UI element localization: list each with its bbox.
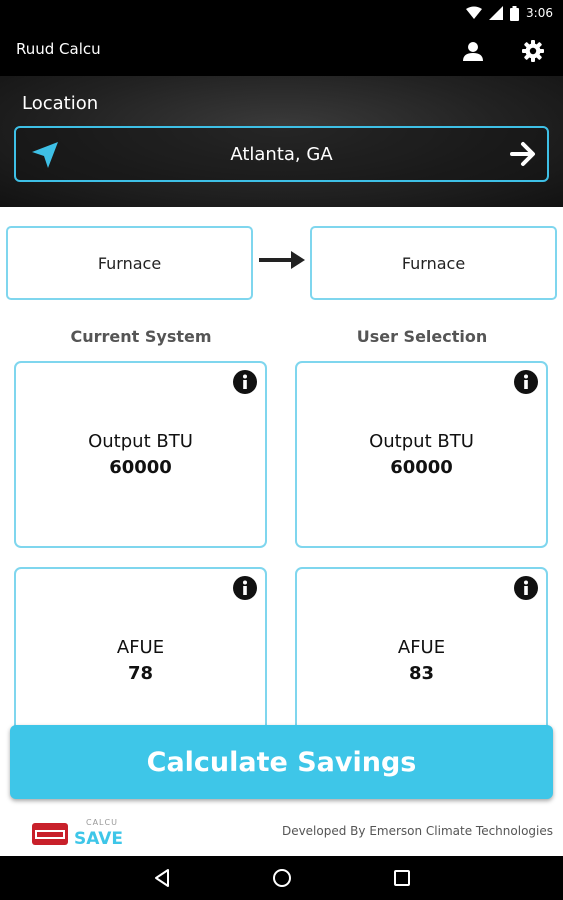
status-bar: 3:06 xyxy=(0,0,563,26)
footer: CALCU SAVE Developed By Emerson Climate … xyxy=(0,807,563,856)
user-output-btu-card[interactable]: Output BTU 60000 xyxy=(295,361,548,548)
calculate-savings-button[interactable]: Calculate Savings xyxy=(10,725,553,799)
calcusave-big-text: SAVE xyxy=(74,829,124,849)
developer-credit: Developed By Emerson Climate Technologie… xyxy=(281,824,553,838)
info-icon[interactable] xyxy=(233,370,257,394)
settings-icon[interactable] xyxy=(520,38,546,64)
current-system-select[interactable]: Furnace xyxy=(6,226,253,300)
ruud-logo xyxy=(32,823,68,845)
arrow-right-icon xyxy=(259,251,305,269)
wifi-icon xyxy=(466,6,483,19)
metric-value: 60000 xyxy=(109,457,172,478)
user-selection-heading: User Selection xyxy=(356,327,488,346)
arrow-right-icon[interactable] xyxy=(509,140,537,168)
info-icon[interactable] xyxy=(514,576,538,600)
metric-value: 83 xyxy=(408,663,435,684)
calcusave-small-text: CALCU xyxy=(86,818,118,827)
app-bar: Ruud Calcu xyxy=(0,26,563,76)
metric-value: 60000 xyxy=(390,457,453,478)
metric-label: AFUE xyxy=(397,637,446,658)
gear-icon xyxy=(522,40,544,62)
metric-label: AFUE xyxy=(116,637,165,658)
current-output-btu-card[interactable]: Output BTU 60000 xyxy=(14,361,267,548)
recents-icon[interactable] xyxy=(390,866,414,890)
location-panel: Location Atlanta, GA xyxy=(0,76,563,207)
current-afue-card[interactable]: AFUE 78 xyxy=(14,567,267,754)
metric-value: 78 xyxy=(127,663,154,684)
location-value: Atlanta, GA xyxy=(230,144,333,165)
user-system-select[interactable]: Furnace xyxy=(310,226,557,300)
app-title: Ruud Calcu xyxy=(16,40,101,58)
status-time: 3:06 xyxy=(526,6,553,20)
profile-icon[interactable] xyxy=(460,38,486,64)
navigation-arrow-icon xyxy=(32,142,58,168)
location-selector[interactable]: Atlanta, GA xyxy=(14,126,549,182)
back-icon[interactable] xyxy=(150,866,174,890)
calcusave-logo: CALCU SAVE xyxy=(74,817,126,851)
location-label: Location xyxy=(22,93,99,114)
navigation-bar xyxy=(0,856,563,900)
home-icon[interactable] xyxy=(270,866,294,890)
info-icon[interactable] xyxy=(514,370,538,394)
metric-label: Output BTU xyxy=(369,431,474,452)
profile-icon-glyph xyxy=(463,42,483,61)
status-icons: 3:06 xyxy=(466,4,553,22)
metric-label: Output BTU xyxy=(88,431,193,452)
content-area: Furnace Furnace Current System User Sele… xyxy=(0,207,563,856)
signal-icon xyxy=(489,6,504,20)
info-icon[interactable] xyxy=(233,576,257,600)
current-system-heading: Current System xyxy=(70,327,212,346)
battery-icon xyxy=(510,5,520,21)
